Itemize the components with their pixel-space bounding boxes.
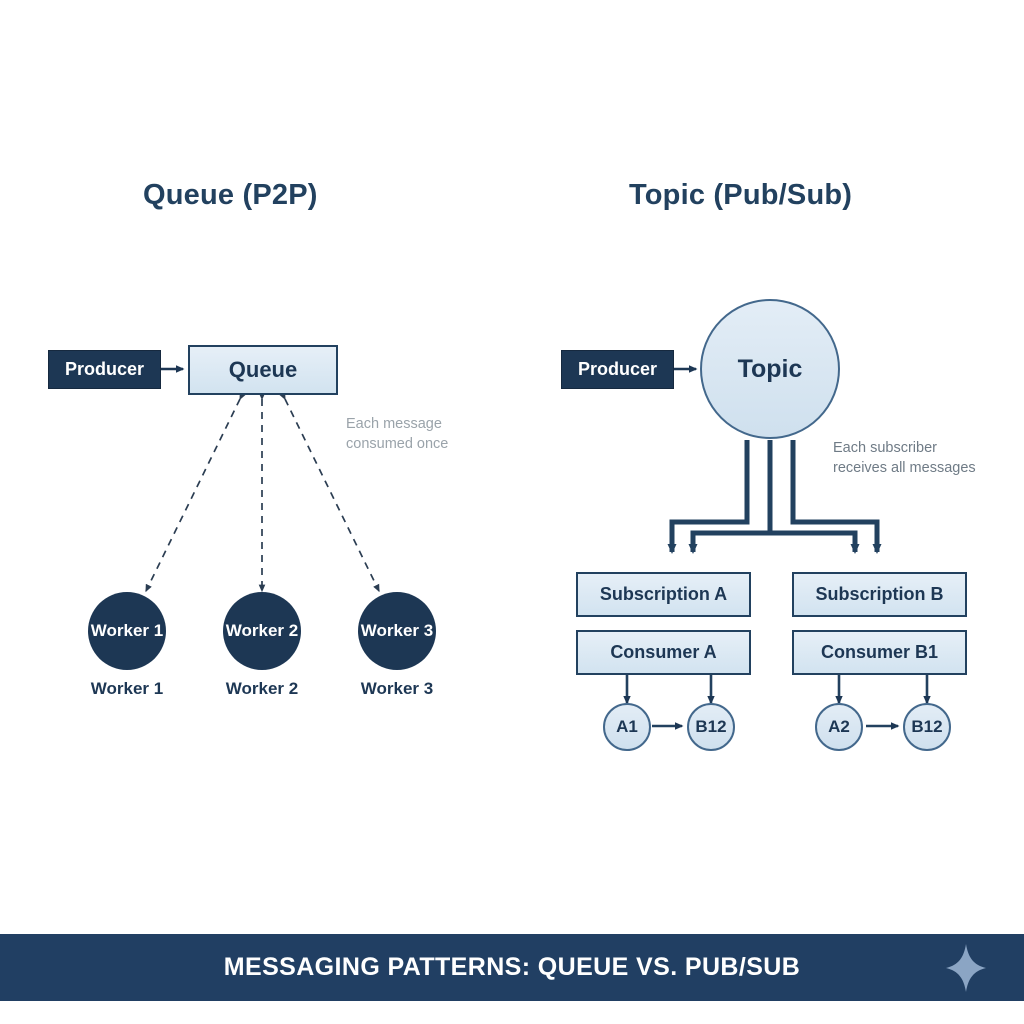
topic-circle[interactable]: Topic xyxy=(700,299,840,439)
message-circle-a2[interactable]: A2 xyxy=(815,703,863,751)
subscription-box-a[interactable]: Subscription A xyxy=(576,572,751,617)
topic-note-line-1: Each subscriber xyxy=(833,440,937,456)
producer-box-left[interactable]: Producer xyxy=(48,350,161,389)
consumer-box-a[interactable]: Consumer A xyxy=(576,630,751,675)
worker-caption-1: Worker 1 xyxy=(90,679,164,698)
worker-node-3[interactable]: Worker 3 xyxy=(358,592,436,670)
worker-caption-3: Worker 3 xyxy=(360,679,434,698)
fanout-line-sub-a-1 xyxy=(667,440,750,554)
arrow-queue-to-worker-1 xyxy=(145,391,246,593)
consumer-box-b1[interactable]: Consumer B1 xyxy=(792,630,967,675)
producer-box-right[interactable]: Producer xyxy=(561,350,674,389)
sparkle-icon xyxy=(946,943,986,992)
fanout-line-sub-a-2 xyxy=(688,440,773,554)
panel-title-queue: Queue (P2P) xyxy=(143,179,318,211)
message-circle-a-b12[interactable]: B12 xyxy=(687,703,735,751)
subscription-box-b[interactable]: Subscription B xyxy=(792,572,967,617)
queue-note: Each message consumed once xyxy=(346,414,448,454)
queue-note-line-1: Each message xyxy=(346,416,442,432)
topic-note-line-2: receives all messages xyxy=(833,460,976,476)
worker-node-2[interactable]: Worker 2 xyxy=(223,592,301,670)
message-circle-a1[interactable]: A1 xyxy=(603,703,651,751)
message-circle-b-b12[interactable]: B12 xyxy=(903,703,951,751)
worker-node-1[interactable]: Worker 1 xyxy=(88,592,166,670)
footer-bar: MESSAGING PATTERNS: QUEUE VS. PUB/SUB xyxy=(0,934,1024,1001)
worker-caption-2: Worker 2 xyxy=(225,679,299,698)
queue-box[interactable]: Queue xyxy=(188,345,338,395)
queue-note-line-2: consumed once xyxy=(346,436,449,452)
footer-title: MESSAGING PATTERNS: QUEUE VS. PUB/SUB xyxy=(223,953,801,981)
topic-note: Each subscriber receives all messages xyxy=(833,438,976,478)
panel-title-topic: Topic (Pub/Sub) xyxy=(629,179,853,211)
